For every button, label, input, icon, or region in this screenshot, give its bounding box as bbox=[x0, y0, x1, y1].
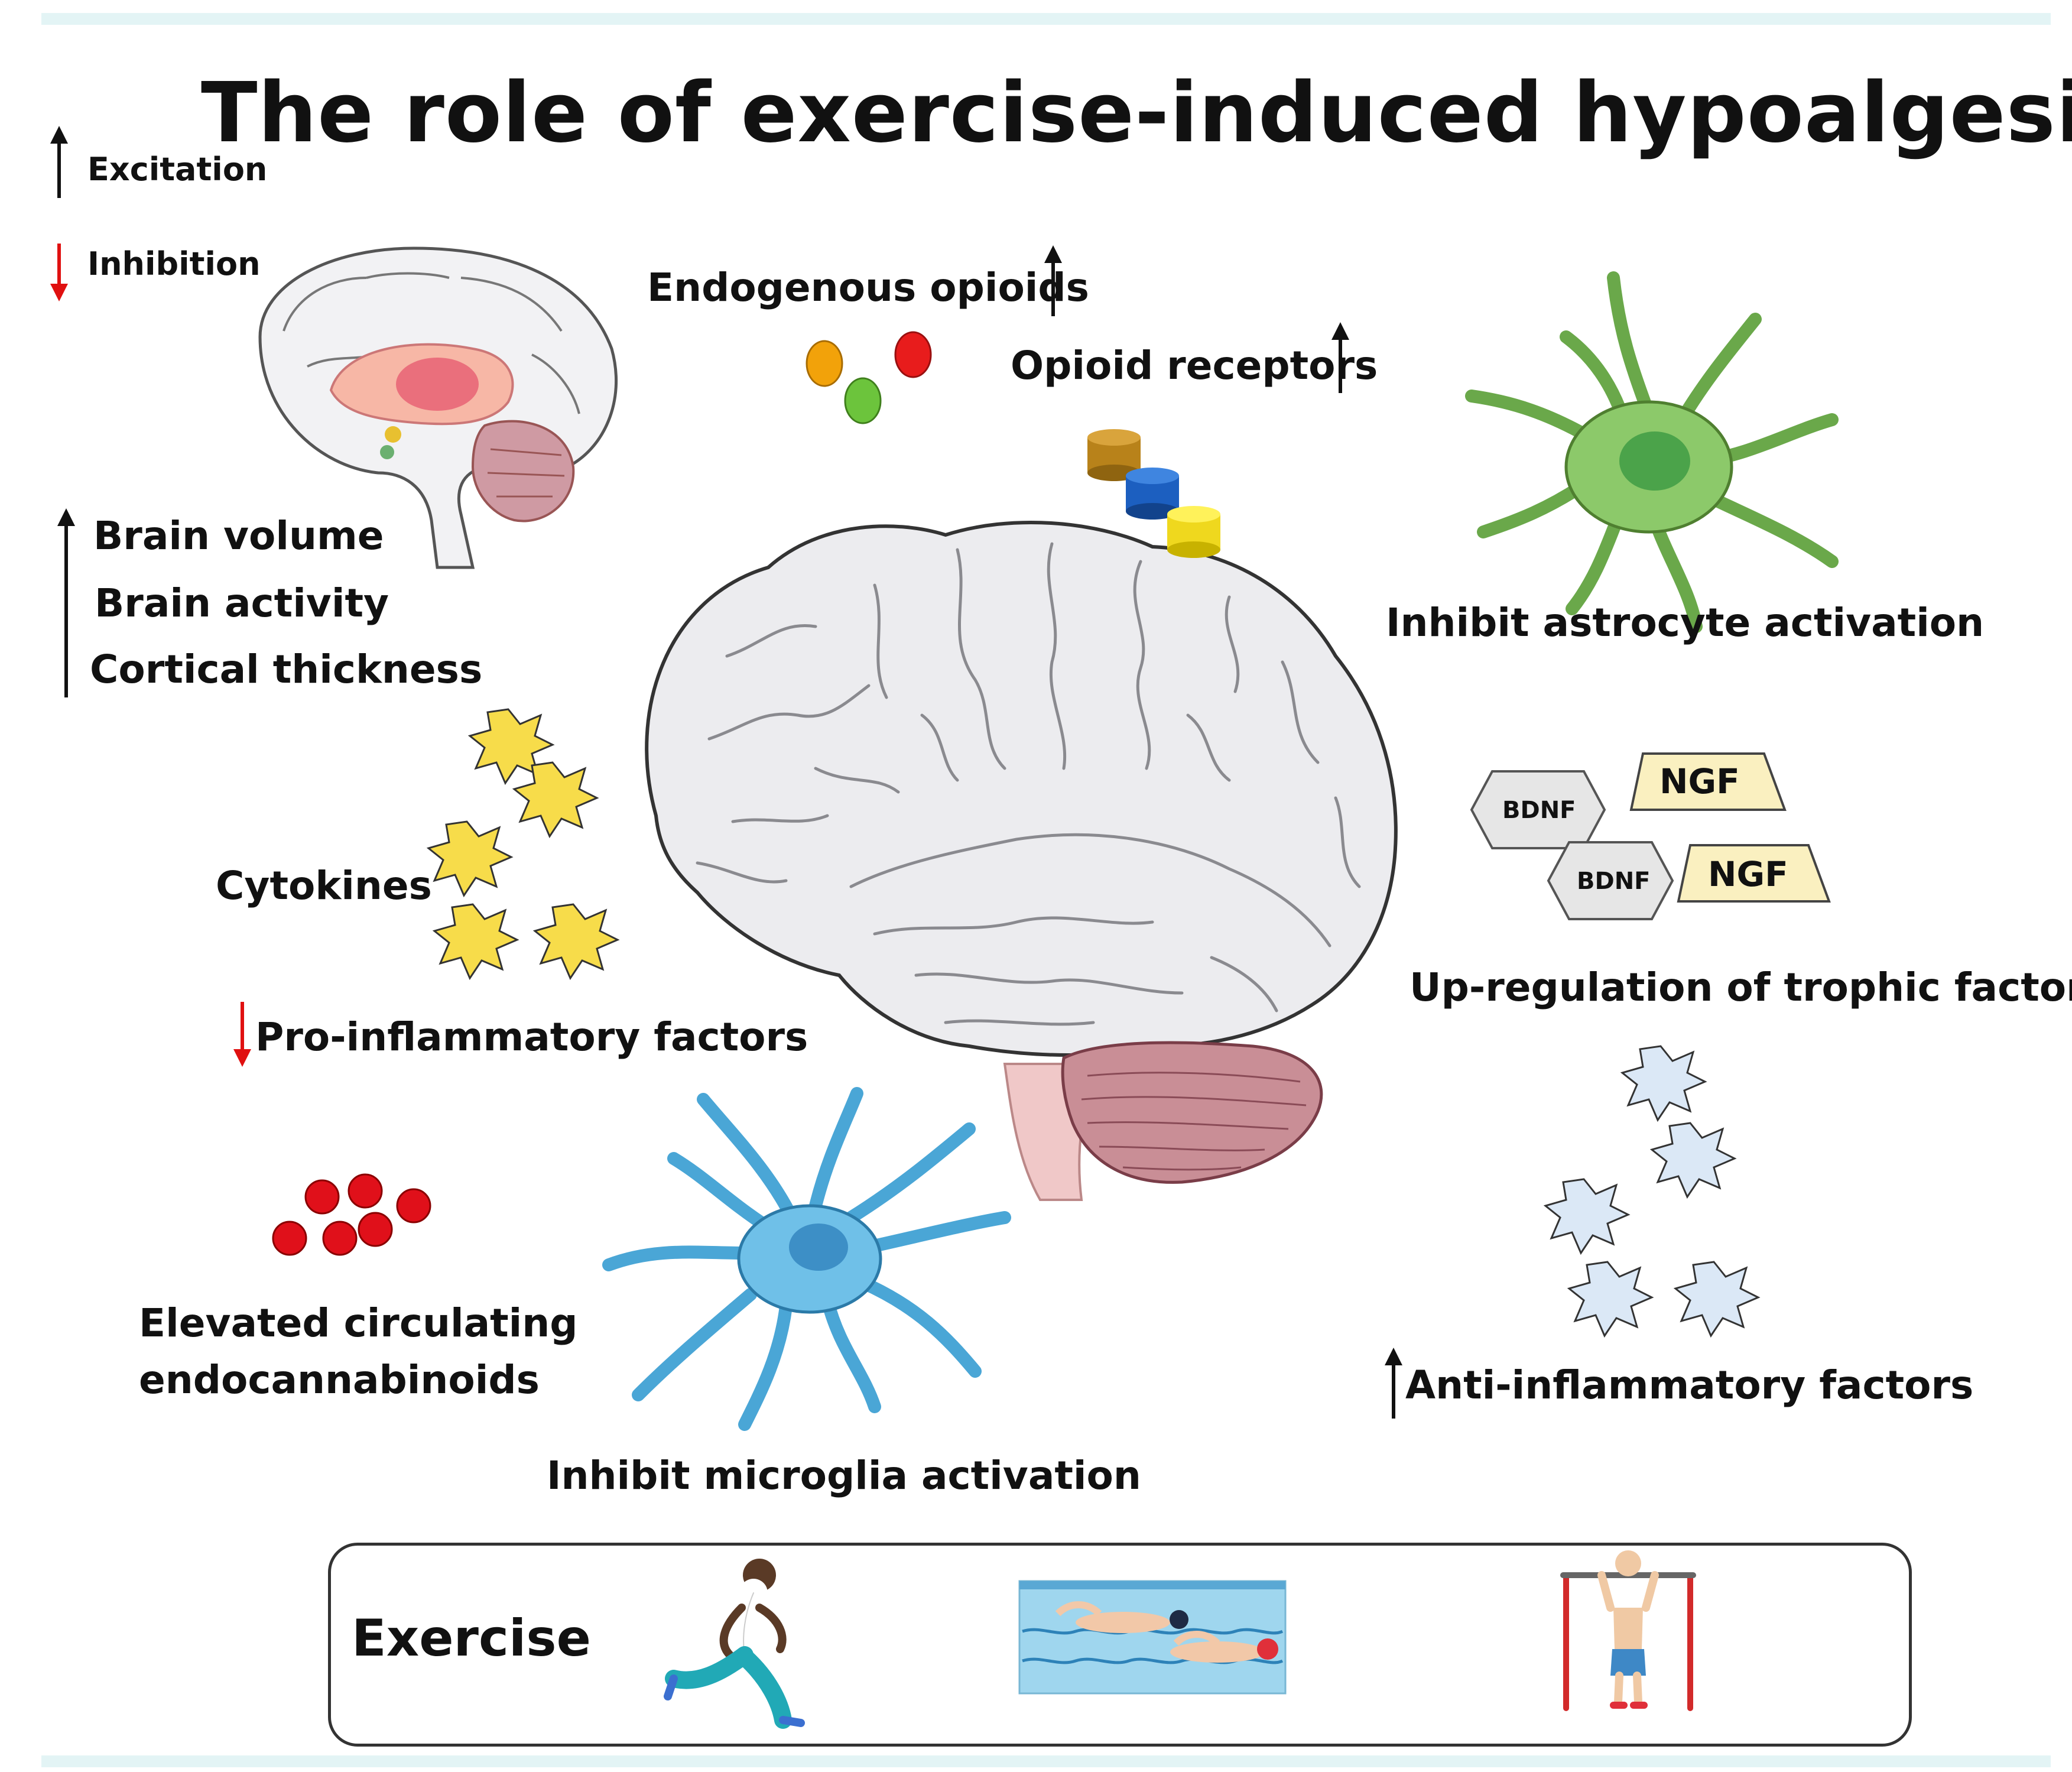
trophic-label: Up-regulation of trophic factors bbox=[1410, 965, 2072, 1010]
astrocyte-icon bbox=[1465, 271, 1839, 633]
astrocyte-label: Inhibit astrocyte activation bbox=[1386, 600, 1985, 645]
bdnf-label-2: BDNF bbox=[1577, 868, 1651, 895]
cytokine-icons bbox=[426, 708, 620, 981]
swimming-pool-icon bbox=[1018, 1580, 1287, 1695]
bdnf-label-1: BDNF bbox=[1502, 797, 1576, 824]
ngf-label-1: NGF bbox=[1659, 761, 1740, 801]
opioid-receptors-label: Opioid receptors bbox=[1011, 343, 1378, 388]
microglia-label: Inhibit microglia activation bbox=[547, 1453, 1141, 1498]
page-title: The role of exercise-induced hypoalgesia bbox=[201, 65, 2072, 161]
endocannabinoids-label-line1: Elevated circulating bbox=[139, 1300, 578, 1346]
receptor-brown-icon bbox=[1087, 429, 1141, 481]
ngf-tag-icon bbox=[1629, 752, 1787, 811]
microglia-icon bbox=[602, 1087, 1011, 1431]
anti-inflammatory-icon bbox=[1620, 1045, 1707, 1122]
opioid-green-dot bbox=[844, 377, 882, 424]
receptor-yellow-icon bbox=[1167, 506, 1220, 558]
cortical-thickness-label: Cortical thickness bbox=[90, 647, 483, 692]
receptor-blue-icon bbox=[1126, 468, 1179, 520]
anti-inflammatory-icon bbox=[1543, 1178, 1631, 1255]
anti-inflammatory-label: Anti-inflammatory factors bbox=[1405, 1362, 1974, 1408]
legend-inhibition: Inhibition bbox=[87, 245, 261, 283]
ngf-label-2: NGF bbox=[1708, 854, 1788, 894]
trophic-factor-icons bbox=[1470, 752, 1831, 920]
opioid-receptor-icons bbox=[1087, 429, 1220, 558]
pro-inflammatory-label: Pro-inflammatory factors bbox=[255, 1014, 808, 1060]
anti-inflammatory-icon bbox=[1649, 1122, 1737, 1199]
cytokine-icon bbox=[426, 820, 514, 898]
endocannabinoid-dots bbox=[272, 1173, 431, 1256]
legend-excitation: Excitation bbox=[87, 151, 268, 188]
anti-inflammatory-icon bbox=[1567, 1261, 1654, 1338]
sagittal-brain-icon bbox=[258, 246, 618, 569]
cytokine-icon bbox=[432, 903, 519, 981]
endogenous-opioids-label: Endogenous opioids bbox=[647, 265, 1089, 310]
endocannabinoid-dot bbox=[322, 1221, 358, 1256]
runner-icon bbox=[664, 1559, 805, 1729]
anti-inflammatory-icon bbox=[1673, 1261, 1761, 1338]
endocannabinoids-label-line2: endocannabinoids bbox=[139, 1357, 540, 1403]
cytokine-icon bbox=[532, 903, 620, 981]
ngf-tag-icon bbox=[1677, 844, 1831, 903]
bottom-band bbox=[41, 1755, 2051, 1767]
exercise-label: Exercise bbox=[352, 1609, 591, 1668]
endocannabinoid-dot bbox=[396, 1188, 431, 1223]
endocannabinoid-dot bbox=[348, 1173, 383, 1209]
top-band bbox=[41, 13, 2051, 25]
opioid-orange-dot bbox=[806, 340, 843, 387]
main-brain-icon bbox=[645, 520, 1398, 1201]
pullup-bar-icon bbox=[1560, 1550, 1696, 1711]
cytokines-label: Cytokines bbox=[216, 863, 432, 908]
cytokine-icon bbox=[512, 761, 599, 839]
endocannabinoid-dot bbox=[304, 1179, 340, 1215]
bdnf-hexagon-icon bbox=[1547, 841, 1674, 920]
endocannabinoid-dot bbox=[358, 1212, 393, 1247]
anti-inflammatory-icons bbox=[1543, 1045, 1761, 1338]
brain-activity-label: Brain activity bbox=[95, 580, 389, 626]
exercise-panel bbox=[328, 1543, 1912, 1747]
endocannabinoid-dot bbox=[272, 1221, 307, 1256]
opioid-red-dot bbox=[894, 331, 932, 378]
brain-volume-label: Brain volume bbox=[93, 513, 384, 559]
